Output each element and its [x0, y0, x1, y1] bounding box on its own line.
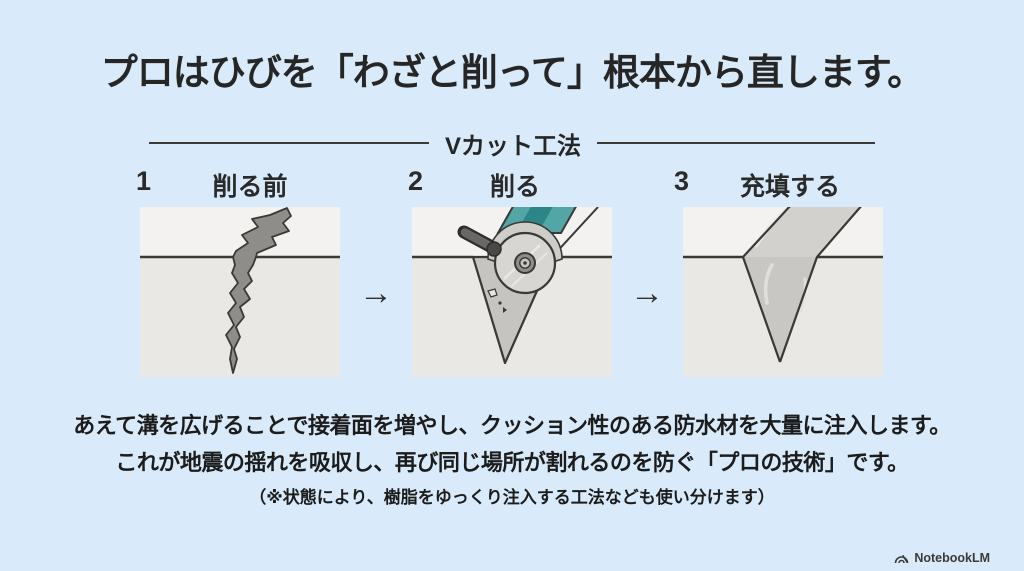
divider-line-right [597, 142, 875, 144]
panel-crack-before [140, 207, 340, 377]
grinder-cutting-illustration [412, 207, 612, 377]
description-line-1: あえて溝を広げることで接着面を増やし、クッション性のある防水材を大量に注入します… [73, 413, 951, 438]
step-1-number: 1 [136, 166, 152, 196]
sealant-highlight [763, 263, 774, 305]
angle-grinder [457, 207, 577, 295]
description-line-2: これが地震の揺れを吸収し、再び同じ場所が割れるのを防ぐ「プロの技術」です。 [115, 450, 909, 475]
step-2-label: 削る [489, 173, 540, 201]
page-title: プロはひびを「わざと削って」根本から直します。 [100, 52, 924, 93]
panel-filled-groove [683, 207, 883, 377]
arrow-right-icon: → [630, 273, 664, 312]
step-3-number: 3 [674, 166, 690, 196]
sealant-outline [741, 207, 862, 363]
sealant-overflow [743, 207, 861, 257]
disc-hub-center [523, 261, 527, 265]
description-note: （※状態により、樹脂をゆっくり注入する工法なども使い分けます） [249, 488, 775, 507]
step-1-label: 削る前 [212, 173, 288, 201]
arrow-right-icon: → [359, 273, 393, 312]
watermark: NotebookLM [894, 551, 990, 565]
debris-particles [487, 288, 507, 313]
step-2-number: 2 [408, 166, 424, 196]
watermark-label: NotebookLM [914, 551, 990, 565]
step-3-label: 充填する [739, 173, 840, 201]
filled-groove-illustration [683, 207, 883, 377]
notebooklm-logo-icon [895, 554, 909, 563]
method-header: Vカット工法 [0, 128, 1024, 160]
crack-shape [225, 207, 292, 374]
divider-line-left [148, 142, 429, 144]
panel-grinder-cutting [412, 207, 612, 377]
method-label: Vカット工法 [444, 132, 581, 160]
handle-nut [486, 241, 502, 257]
description-block: あえて溝を広げることで接着面を増やし、クッション性のある防水材を大量に注入します… [0, 407, 1024, 513]
side-handle [460, 228, 494, 250]
crack-before-illustration [140, 207, 340, 377]
